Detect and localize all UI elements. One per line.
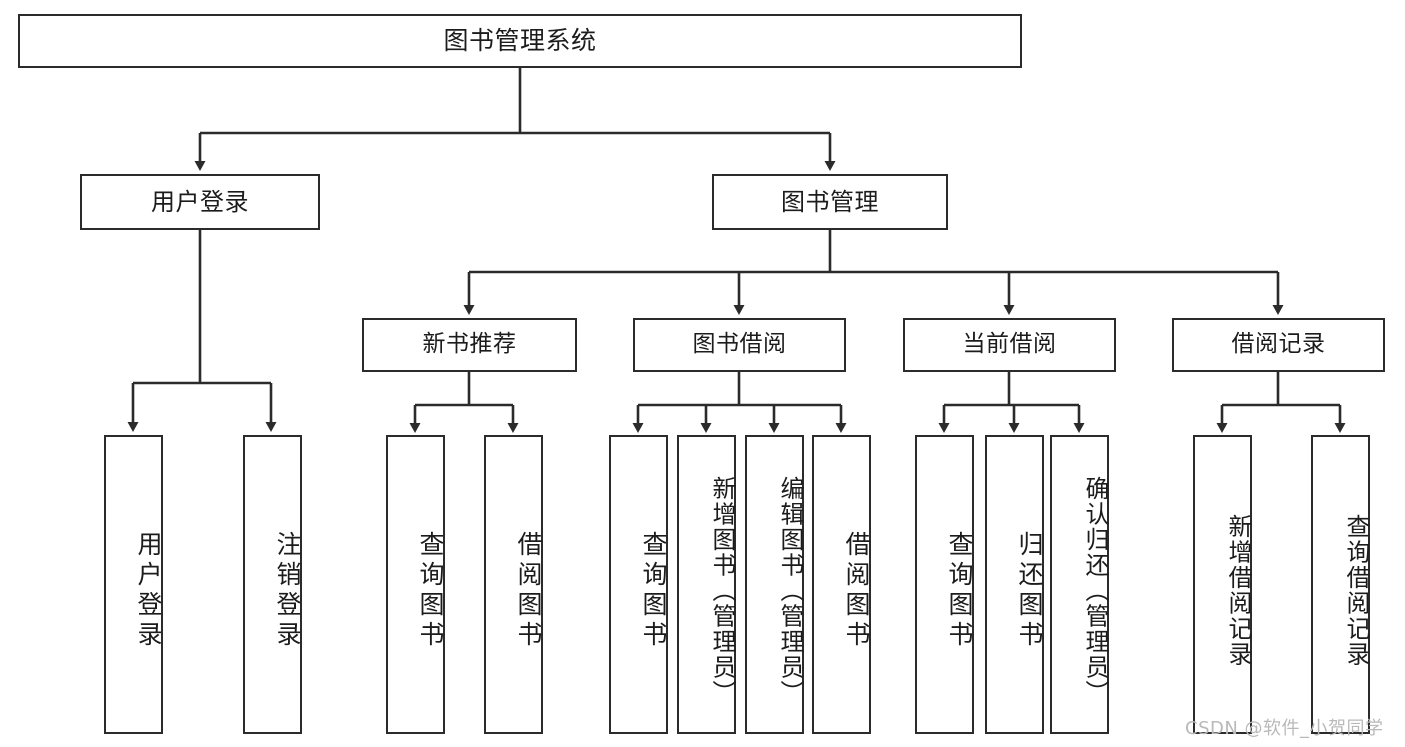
node-leaf-query-book-current[interactable]: 查询图书 xyxy=(915,435,974,734)
node-user-login[interactable]: 用户登录 xyxy=(80,174,320,230)
node-new-book-recommend[interactable]: 新书推荐 xyxy=(362,318,577,372)
node-root-book-management-system[interactable]: 图书管理系统 xyxy=(18,14,1022,68)
node-borrow-record[interactable]: 借阅记录 xyxy=(1172,318,1385,372)
node-leaf-borrow-book-borrow[interactable]: 借阅图书 xyxy=(812,435,871,734)
node-leaf-return-book[interactable]: 归还图书 xyxy=(985,435,1044,734)
node-book-borrow[interactable]: 图书借阅 xyxy=(633,318,846,372)
node-leaf-edit-book-admin[interactable]: 编辑图书（管理员） xyxy=(745,435,804,734)
node-leaf-query-borrow-record[interactable]: 查询借阅记录 xyxy=(1311,435,1370,734)
node-leaf-add-book-admin[interactable]: 新增图书（管理员） xyxy=(677,435,736,734)
node-leaf-borrow-book-recommend[interactable]: 借阅图书 xyxy=(484,435,543,734)
node-book-management[interactable]: 图书管理 xyxy=(712,174,948,230)
node-leaf-confirm-return-admin[interactable]: 确认归还（管理员） xyxy=(1050,435,1109,734)
csdn-watermark: CSDN @软件_小贺同学 xyxy=(1185,718,1384,739)
node-current-borrow[interactable]: 当前借阅 xyxy=(903,318,1116,372)
node-leaf-query-book-borrow[interactable]: 查询图书 xyxy=(609,435,668,734)
node-leaf-query-book-recommend[interactable]: 查询图书 xyxy=(386,435,445,734)
node-leaf-user-login[interactable]: 用户登录 xyxy=(104,435,163,734)
node-leaf-logout-login[interactable]: 注销登录 xyxy=(243,435,302,734)
node-leaf-add-borrow-record[interactable]: 新增借阅记录 xyxy=(1193,435,1252,734)
